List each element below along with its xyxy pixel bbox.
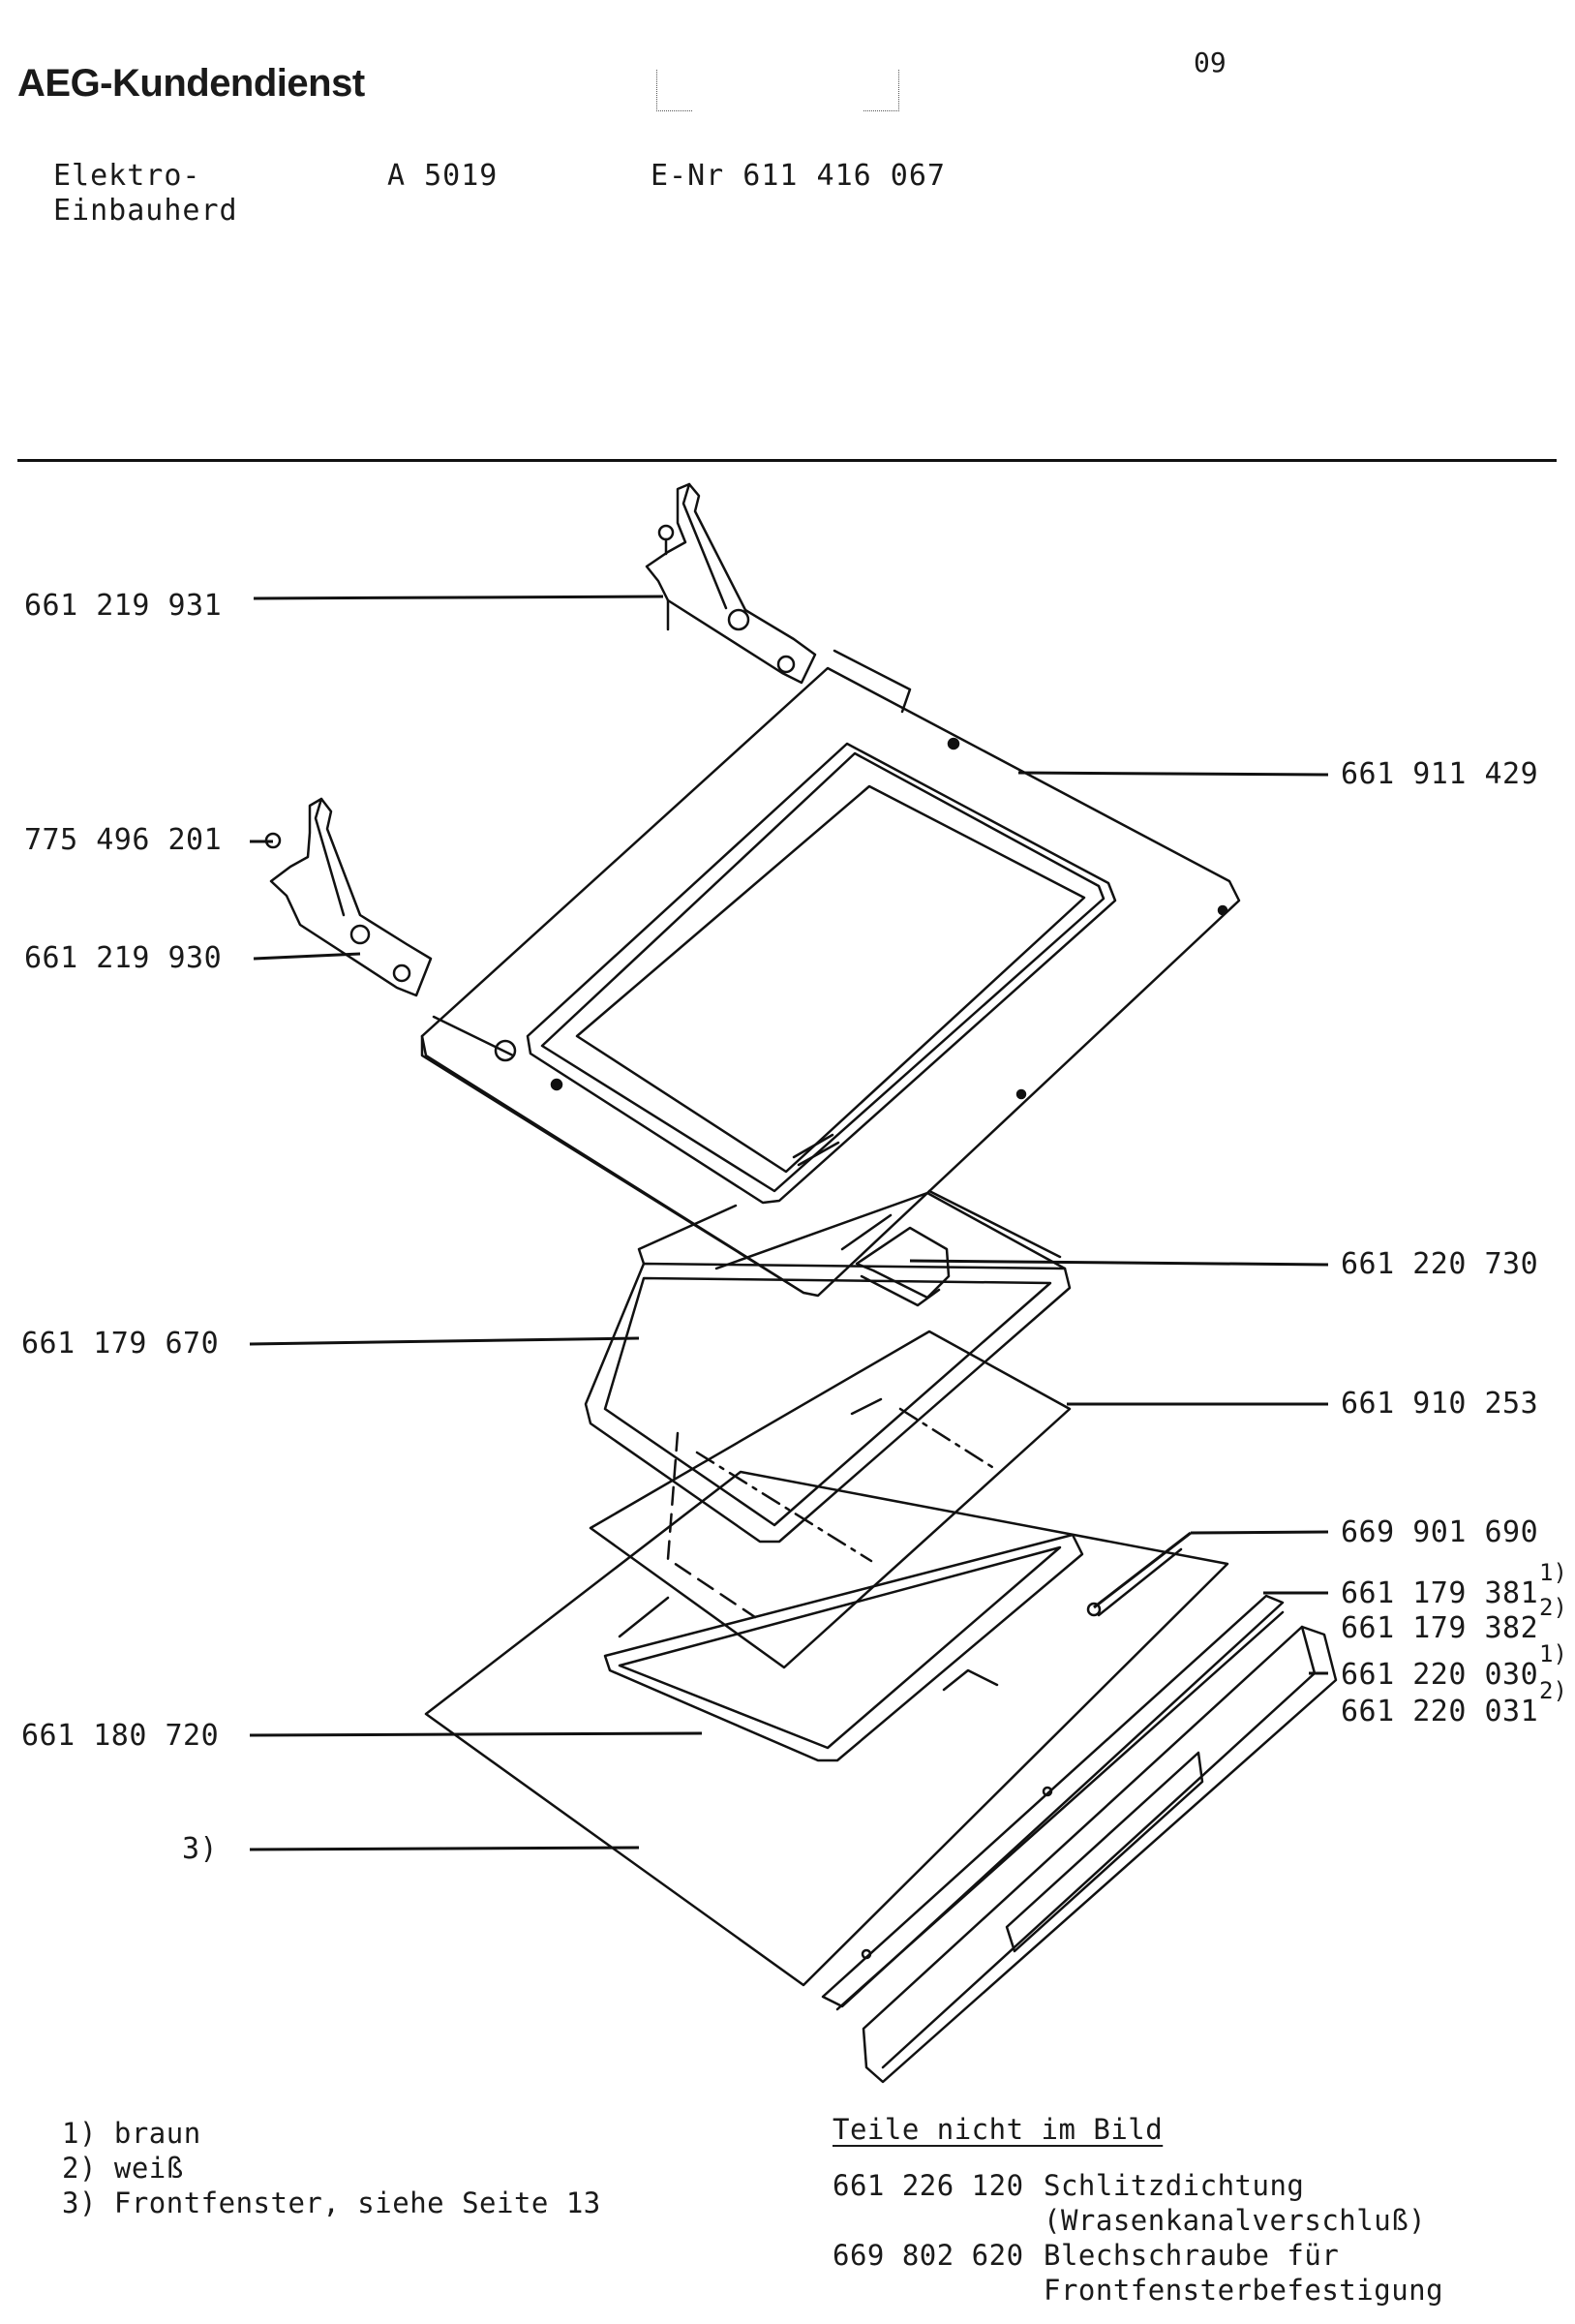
header-divider [17, 459, 1557, 462]
callout-661-220-030: 661 220 030 [1341, 1658, 1539, 1692]
callout-661-219-931: 661 219 931 [24, 589, 223, 623]
appliance-type-line2: Einbauherd [53, 194, 238, 228]
leader-3 [250, 1848, 639, 1850]
parts-not-shown-heading: Teile nicht im Bild [833, 2113, 1164, 2146]
callout-661-910-253: 661 910 253 [1341, 1387, 1539, 1421]
glass-pane [591, 1331, 1070, 1667]
leader-669901690 [1191, 1532, 1328, 1533]
extra-part-2-desc: Blechschraube für [1044, 2239, 1340, 2272]
leader-669901690-tip [1094, 1533, 1191, 1607]
callout-661-220-031-note: 2) [1539, 1677, 1567, 1704]
callout-775-496-201: 775 496 201 [24, 823, 223, 857]
callout-661-179-382: 661 179 382 [1341, 1611, 1539, 1645]
footnote-1: 1) braun [62, 2117, 201, 2150]
upper-hinge [647, 484, 815, 683]
leader-661180720 [250, 1733, 702, 1735]
corner-mark-left [656, 70, 692, 111]
page-number: 09 [1194, 46, 1227, 78]
brand-title: AEG-Kundendienst [17, 62, 365, 105]
appliance-type-line1: Elektro- [53, 159, 201, 193]
extra-part-1-desc-2: (Wrasenkanalverschluß) [1044, 2204, 1427, 2237]
bottom-trim-strip [823, 1596, 1283, 2009]
callout-661-219-930: 661 219 930 [24, 941, 223, 975]
glass-frame [586, 1191, 1070, 1542]
leader-661219930 [254, 954, 360, 959]
extra-part-2-number: 669 802 620 [833, 2239, 1024, 2272]
callout-661-179-382-note: 2) [1539, 1594, 1567, 1621]
extra-part-1-number: 661 226 120 [833, 2169, 1024, 2202]
e-nr: E-Nr 611 416 067 [651, 159, 946, 193]
callout-note-3: 3) [182, 1832, 219, 1866]
callout-661-180-720: 661 180 720 [21, 1719, 220, 1753]
callout-661-179-381-note: 1) [1539, 1559, 1567, 1586]
leader-661179670 [250, 1338, 639, 1344]
callout-661-911-429: 661 911 429 [1341, 757, 1539, 791]
inner-glass-frame [605, 1535, 1082, 1760]
model-number: A 5019 [387, 159, 499, 193]
front-window [426, 1472, 1227, 1985]
callout-661-220-031: 661 220 031 [1341, 1695, 1539, 1728]
leader-661220730 [910, 1261, 1328, 1265]
callout-661-220-030-note: 1) [1539, 1640, 1567, 1667]
inner-door-panel [422, 651, 1239, 1296]
footnote-2: 2) weiß [62, 2152, 184, 2185]
footnote-3: 3) Frontfenster, siehe Seite 13 [62, 2186, 601, 2219]
corner-mark-right [863, 70, 899, 111]
callout-661-179-670: 661 179 670 [21, 1327, 220, 1361]
callout-661-179-381: 661 179 381 [1341, 1576, 1539, 1610]
callout-669-901-690: 669 901 690 [1341, 1515, 1539, 1549]
callout-661-220-730: 661 220 730 [1341, 1247, 1539, 1281]
leader-661911429 [1018, 773, 1328, 775]
vent-duct [857, 1228, 949, 1305]
lower-hinge [266, 799, 431, 995]
extra-part-1-desc: Schlitzdichtung [1044, 2169, 1305, 2202]
leader-661219931 [254, 596, 663, 598]
extra-part-2-desc-2: Frontfensterbefestigung [1044, 2274, 1444, 2307]
